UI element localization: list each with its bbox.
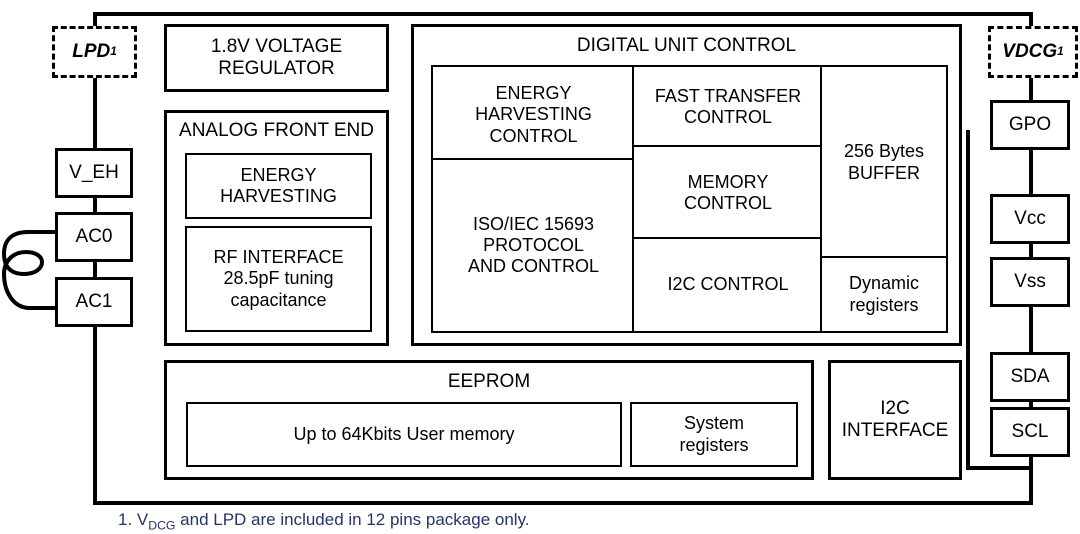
pin-ac0-label: AC0 [75,225,113,247]
eeprom-title: EEPROM [447,371,531,392]
system-registers-line1: System [683,413,744,434]
system-registers-block: System registers [630,402,798,467]
antenna-coil-icon [2,230,66,310]
pin-gpo[interactable]: GPO [990,100,1070,150]
system-registers-line2: registers [679,434,749,455]
buffer-line2: BUFFER [848,162,920,183]
i2c-interface-line2: INTERFACE [841,420,949,441]
ehc-line3: CONTROL [489,125,578,146]
wire-lpd-to-veh [93,76,97,150]
digital-unit-control-block: DIGITAL UNIT CONTROL ENERGY HARVESTING C… [411,24,962,346]
pin-gpo-label: GPO [1008,113,1052,135]
dynreg-line2: registers [849,294,919,315]
pin-lpd-label: LPD [72,40,111,62]
pin-scl[interactable]: SCL [990,407,1070,457]
wire-scl-down [1029,455,1033,505]
fast-transfer-control-block: FAST TRANSFER CONTROL [632,65,824,149]
memory-control-block: MEMORY CONTROL [632,145,824,241]
i2c-interface-block: I2C INTERFACE [828,360,962,480]
iso-line2: PROTOCOL [483,234,584,255]
buffer-line1: 256 Bytes [843,141,925,162]
wire-ac0-to-ac1 [93,261,97,279]
user-memory-line1: Up to 64Kbits User memory [293,423,515,444]
wire-vcc-to-vss [1029,241,1033,259]
iso-line3: AND CONTROL [467,256,599,277]
ehc-line1: ENERGY [495,83,572,104]
pin-ac0[interactable]: AC0 [55,212,133,262]
eeprom-block: EEPROM Up to 64Kbits User memory System … [164,360,814,480]
wire-inner-right-foot [966,466,1032,470]
footnote-text-after: and LPD are included in 12 pins package … [175,510,530,529]
mc-line2: CONTROL [683,193,772,213]
pin-vss[interactable]: Vss [990,257,1070,307]
wire-sda-to-scl [1029,400,1033,410]
ftc-line1: FAST TRANSFER [654,85,802,106]
footnote: 1. VDCG and LPD are included in 12 pins … [118,510,530,533]
wire-vdcg-to-gpo [1029,76,1033,103]
wire-top-bus [93,12,1033,16]
footnote-subscript: DCG [148,518,176,533]
energy-harvesting-line2: HARVESTING [220,186,337,206]
pin-vcc-label: Vcc [1014,207,1046,229]
pin-sda[interactable]: SDA [990,352,1070,402]
pin-sda-label: SDA [1010,365,1050,387]
analog-front-end-block: ANALOG FRONT END ENERGY HARVESTING RF IN… [164,110,389,346]
analog-front-end-title: ANALOG FRONT END [179,120,374,141]
ehc-line2: HARVESTING [475,104,592,125]
wire-veh-to-ac0 [93,196,97,214]
wire-lpd-top-stub [93,12,97,36]
footnote-text-before: V [132,510,149,529]
rf-interface-block: RF INTERFACE 28.5pF tuning capacitance [185,226,372,332]
digital-unit-control-title: DIGITAL UNIT CONTROL [576,35,797,56]
wire-ac1-down [93,326,97,505]
mc-line1: MEMORY [687,171,769,192]
pin-vcc[interactable]: Vcc [990,194,1070,244]
iso-protocol-block: ISO/IEC 15693 PROTOCOL AND CONTROL [431,158,636,333]
pin-v-eh-label: V_EH [69,161,119,183]
wire-vdcg-top-stub [1029,12,1033,36]
pin-vdcg-label: VDCG [1002,40,1058,62]
energy-harvesting-block: ENERGY HARVESTING [185,153,372,219]
wire-gpo-to-vcc [1029,148,1033,196]
i2c-interface-line1: I2C [880,397,910,419]
wire-vss-to-sda [1029,304,1033,352]
rf-interface-line2: 28.5pF tuning [223,268,334,289]
buffer-block: 256 Bytes BUFFER [820,65,948,260]
i2c-control-block: I2C CONTROL [632,237,824,333]
voltage-regulator-line1: 1.8V VOLTAGE [210,35,343,57]
rf-interface-line1: RF INTERFACE [213,247,344,268]
energy-harvesting-line1: ENERGY [240,164,317,185]
iso-line1: ISO/IEC 15693 [472,213,595,234]
voltage-regulator-block: 1.8V VOLTAGE REGULATOR [164,24,389,92]
i2cc-line1: I2C CONTROL [667,274,789,295]
wire-bottom-bus [93,501,1033,505]
footnote-marker: 1. [118,510,133,529]
user-memory-block: Up to 64Kbits User memory [186,402,622,467]
pin-v-eh[interactable]: V_EH [55,148,133,198]
wire-inner-right-rail [966,130,970,470]
pin-vss-label: Vss [1014,270,1046,292]
pin-ac1[interactable]: AC1 [55,277,133,327]
ftc-line2: CONTROL [683,107,772,127]
dynamic-registers-block: Dynamic registers [820,256,948,333]
energy-harvesting-control-block: ENERGY HARVESTING CONTROL [431,65,636,165]
dynreg-line1: Dynamic [848,273,919,294]
pin-scl-label: SCL [1011,420,1049,442]
pin-ac1-label: AC1 [75,290,113,312]
rf-interface-line3: capacitance [230,289,327,310]
voltage-regulator-line2: REGULATOR [218,58,335,79]
